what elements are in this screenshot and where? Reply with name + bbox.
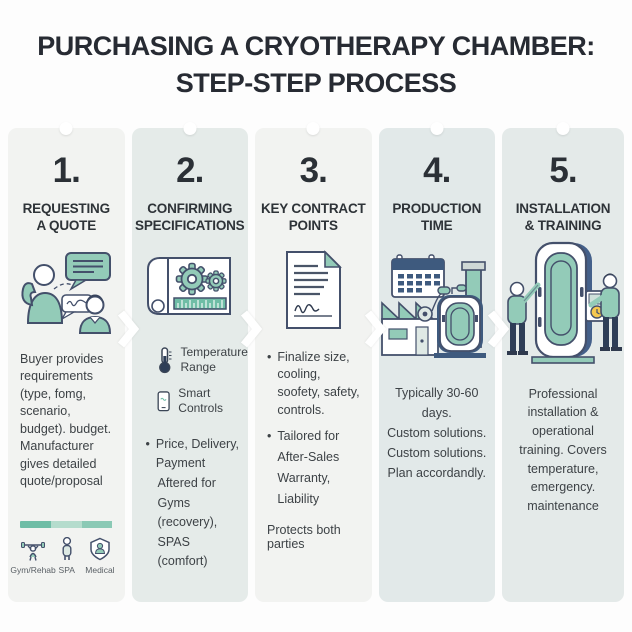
bar-segment (20, 520, 51, 528)
step-card-5: 5. INSTALLATION & TRAINING (502, 121, 624, 602)
step-heading: PRODUCTION TIME (392, 200, 482, 234)
step-card-2: 2. CONFIRMING SPECIFICATIONS (131, 121, 262, 602)
step-number: 5. (549, 150, 577, 190)
smartphone-icon (157, 391, 170, 412)
card-pin-hole (430, 121, 444, 135)
title-line-2: STEP-STEP PROCESS (175, 68, 457, 99)
infographic-header: PURCHASING A CRYOTHERAPY CHAMBER: STEP-ST… (0, 0, 632, 103)
chevron-right-icon (487, 309, 509, 348)
step-number: 3. (299, 150, 328, 190)
chevron-right-icon (240, 309, 262, 348)
step-card-1: 1. REQUESTING A QUOTE Bu (8, 121, 139, 602)
step-card-3: 3. KEY CONTRACT POINTS • Finalize size, … (255, 121, 386, 602)
category-progress-bar (20, 520, 113, 528)
blueprint-gears-illustration (132, 251, 249, 323)
medical-shield-icon (89, 537, 111, 561)
thermometer-icon (158, 347, 171, 374)
category-medical: Medical (83, 537, 116, 575)
bullet-item: • Finalize size, cooling, soofety, safet… (267, 349, 366, 420)
step-body-text: Buyer provides requirements (type, fomg,… (20, 351, 112, 489)
category-label: Medical (85, 564, 115, 575)
bullet-text: Price, Delivery, Payment (155, 436, 240, 470)
card-pin-hole (306, 121, 320, 135)
feature-list: Temperature Range Smart Controls (132, 345, 249, 417)
chamber-technicians-illustration (502, 239, 624, 371)
step-card-4: 4. PRODUCTION TIME (378, 121, 509, 602)
bullet-item: • Tailored for After-Sales Warranty, Lia… (267, 426, 366, 511)
feature-label: Temperature Range (180, 344, 248, 375)
quote-conversation-illustration (8, 243, 125, 343)
signed-contract-illustration (255, 245, 372, 335)
bullet-list: • Finalize size, cooling, soofety, safet… (255, 349, 372, 511)
category-label: SPA (58, 564, 75, 575)
card-pin-hole (183, 121, 197, 135)
step-number: 2. (176, 150, 204, 190)
step-number: 4. (423, 150, 451, 190)
bullet-text: Tailored for After-Sales Warranty, Liabi… (277, 428, 340, 507)
bullet-text: Finalize size, cooling, soofety, safety,… (277, 349, 360, 417)
category-label: Gym/Rehab (10, 564, 56, 575)
step-heading: CONFIRMING SPECIFICATIONS (135, 200, 245, 234)
bullet-list: • Price, Delivery, Payment Aftered for G… (132, 435, 249, 571)
note-text: Aftered for Gyms (recovery), SPAS (comfo… (157, 476, 218, 568)
step-heading: KEY CONTRACT POINTS (260, 200, 366, 234)
card-pin-hole (59, 121, 73, 135)
feature-smart-controls: Smart Controls (156, 386, 249, 417)
feature-temperature-range: Temperature Range (156, 345, 249, 376)
title-line-1: PURCHASING A CRYOTHERAPY CHAMBER: (37, 31, 595, 61)
steps-row: 1. REQUESTING A QUOTE Bu (0, 121, 632, 602)
factory-calendar-illustration (379, 241, 496, 361)
chevron-right-icon (364, 309, 386, 348)
chevron-right-icon (117, 309, 139, 348)
bullet-marker: • (145, 436, 150, 451)
footer-note: Protects both parties (267, 522, 341, 551)
bullet-marker: • (267, 349, 272, 364)
step-body-text: Professional installation & operational … (519, 386, 607, 514)
card-pin-hole (556, 121, 570, 135)
feature-label: Smart Controls (178, 385, 223, 416)
step-heading: REQUESTING A QUOTE (22, 200, 110, 234)
category-row: Gym/Rehab SPA (8, 536, 125, 575)
step-number: 1. (52, 150, 81, 190)
page-title: PURCHASING A CRYOTHERAPY CHAMBER: STEP-ST… (0, 28, 632, 103)
step-body-text: Typically 30-60 days. Custom solutions. … (387, 385, 487, 480)
step-heading: INSTALLATION & TRAINING (515, 200, 611, 234)
bar-segment (50, 520, 82, 528)
bullet-item: • Price, Delivery, Payment (146, 435, 241, 473)
category-gym: Gym/Rehab (10, 537, 56, 575)
bullet-marker: • (267, 428, 272, 443)
gym-person-icon (20, 537, 46, 561)
bar-segment (81, 520, 113, 528)
category-spa: SPA (50, 536, 83, 575)
spa-person-icon (60, 536, 74, 561)
